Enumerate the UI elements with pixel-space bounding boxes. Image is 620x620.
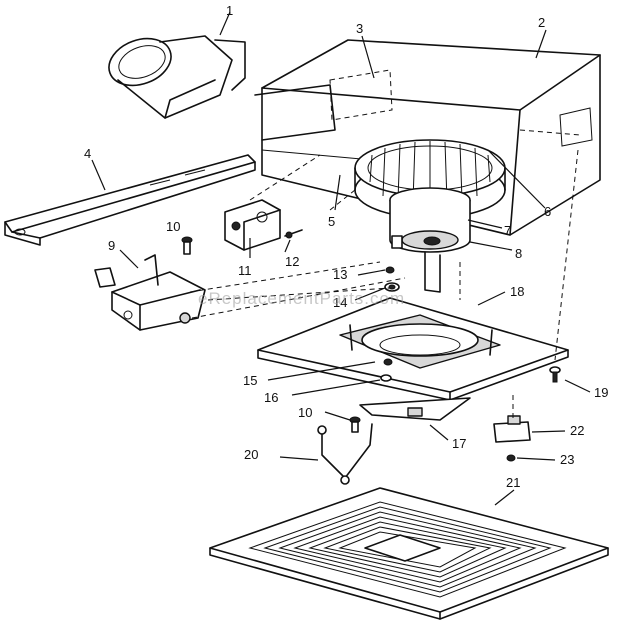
callout-1: 1 xyxy=(226,3,233,18)
callout-21: 21 xyxy=(506,475,520,490)
callout-10-lower: 10 xyxy=(298,405,312,420)
screw xyxy=(181,236,193,255)
callout-20: 20 xyxy=(244,447,258,462)
callout-3: 3 xyxy=(356,21,363,36)
callout-9: 9 xyxy=(108,238,115,253)
callout-23: 23 xyxy=(560,452,574,467)
duct-connector xyxy=(108,35,246,119)
fan-housing xyxy=(254,39,601,236)
callout-15: 15 xyxy=(243,373,257,388)
assembly-lines xyxy=(189,129,581,420)
watermark: eReplacementParts.com xyxy=(198,289,405,308)
callout-12: 12 xyxy=(285,254,299,269)
damper-assembly xyxy=(94,254,206,331)
callout-22: 22 xyxy=(570,423,584,438)
callout-19: 19 xyxy=(594,385,608,400)
grille-spring xyxy=(317,423,373,485)
callout-16: 16 xyxy=(264,390,278,405)
grille xyxy=(209,487,609,620)
screw-lower xyxy=(349,416,361,433)
receptacle-bracket xyxy=(359,397,471,421)
pin xyxy=(284,229,303,239)
callout-14: 14 xyxy=(333,295,347,310)
leader-lines xyxy=(91,11,591,506)
callout-11: 11 xyxy=(238,263,252,278)
mounting-plate xyxy=(257,297,569,401)
mounting-bracket xyxy=(4,154,256,246)
motor-plate-bracket xyxy=(224,199,281,251)
callout-13: 13 xyxy=(333,267,347,282)
callout-8: 8 xyxy=(515,246,522,261)
callout-18: 18 xyxy=(510,284,524,299)
callout-7: 7 xyxy=(504,223,511,238)
callout-2: 2 xyxy=(538,15,545,30)
callout-10: 10 xyxy=(166,219,180,234)
motor xyxy=(389,187,471,293)
callout-labels: 1 2 3 4 5 6 7 8 9 10 11 12 13 14 15 16 1… xyxy=(84,3,608,490)
callout-17: 17 xyxy=(452,436,466,451)
receptacle xyxy=(493,415,531,462)
nuts xyxy=(384,266,400,292)
callout-6: 6 xyxy=(544,204,551,219)
fasteners xyxy=(380,358,561,383)
callout-4: 4 xyxy=(84,146,91,161)
callout-5: 5 xyxy=(328,214,335,229)
